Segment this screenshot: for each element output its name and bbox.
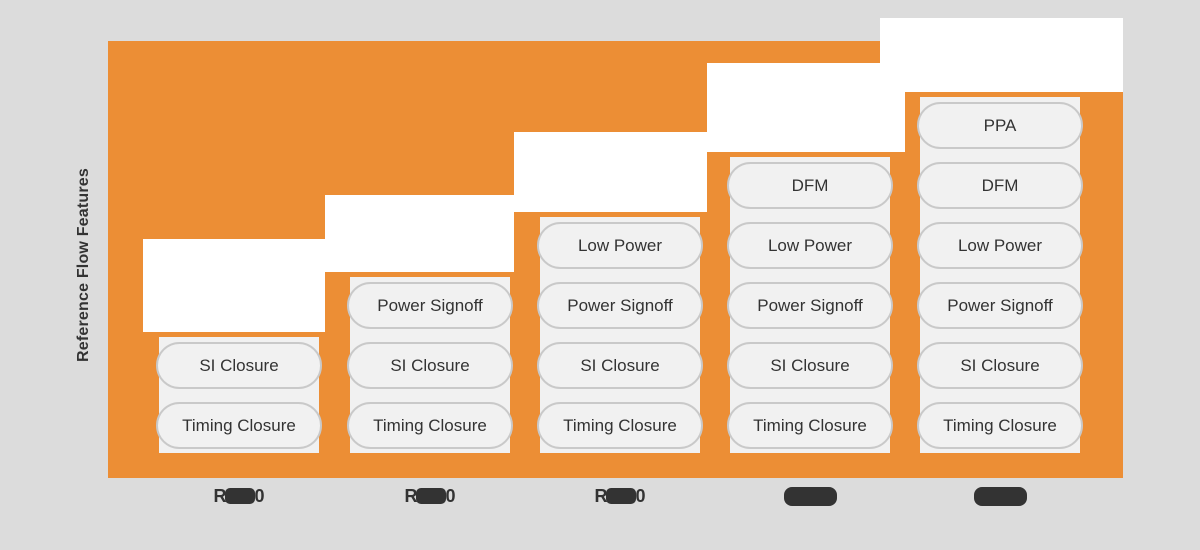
feature-pill: PPA [917,102,1083,149]
step-block [514,132,707,212]
feature-pill: Power Signoff [347,282,513,329]
feature-pill: Low Power [727,222,893,269]
x-tick-suffix: 0 [445,485,456,506]
feature-pill: Timing Closure [537,402,703,449]
feature-pill: Low Power [917,222,1083,269]
feature-pill: SI Closure [156,342,322,389]
redacted-text-blob [416,488,447,504]
redacted-text-blob [606,488,637,504]
step-block [325,195,514,272]
feature-pill: Timing Closure [917,402,1083,449]
x-tick-prefix: R [213,485,227,506]
feature-pill: SI Closure [347,342,513,389]
x-tick-label: R 0 [535,484,705,508]
feature-pill: Power Signoff [917,282,1083,329]
feature-pill: Low Power [537,222,703,269]
x-tick-label [725,484,895,508]
x-tick-prefix: R [594,485,608,506]
feature-pill: SI Closure [917,342,1083,389]
x-tick-prefix: R [404,485,418,506]
x-tick-label: R 0 [154,484,324,508]
redacted-text-blob [973,486,1027,506]
step-block [880,18,1123,92]
x-tick-label [915,484,1085,508]
feature-pill: Timing Closure [727,402,893,449]
feature-pill: Power Signoff [537,282,703,329]
x-tick-suffix: 0 [635,485,646,506]
x-tick-label: R 0 [345,484,515,508]
feature-pill: Power Signoff [727,282,893,329]
redacted-text-blob [783,486,837,506]
feature-stack-background [920,97,1080,453]
feature-pill: SI Closure [727,342,893,389]
feature-pill: SI Closure [537,342,703,389]
feature-pill: DFM [917,162,1083,209]
x-tick-suffix: 0 [254,485,265,506]
redacted-text-blob [225,488,256,504]
step-block [143,239,325,332]
step-block [707,63,905,152]
feature-pill: Timing Closure [347,402,513,449]
feature-pill: DFM [727,162,893,209]
y-axis-label: Reference Flow Features [75,168,92,362]
feature-pill: Timing Closure [156,402,322,449]
